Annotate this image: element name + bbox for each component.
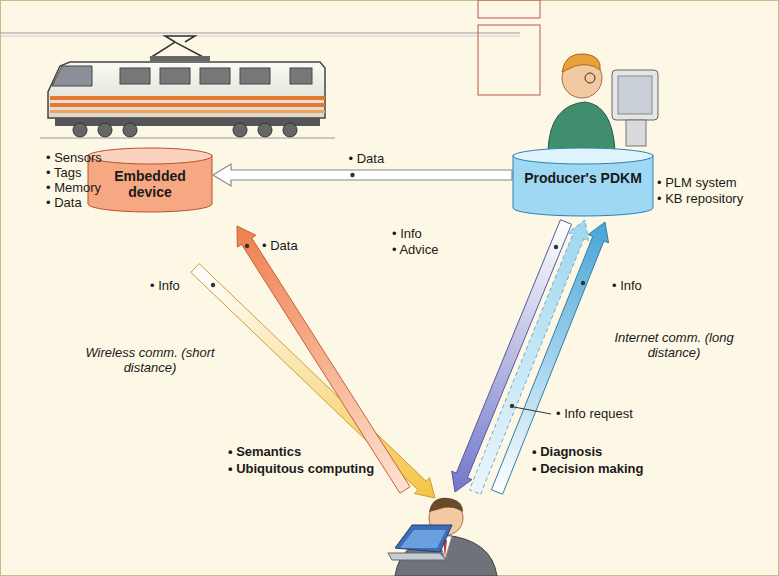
info-label: • Data: [262, 238, 298, 253]
info-label: • Memory: [46, 180, 101, 195]
info-label: • Info: [612, 278, 642, 293]
arrow-dot: [510, 404, 514, 408]
flow-arrow: [191, 264, 435, 498]
info-label: • Info: [150, 278, 180, 293]
overhead-wire: [0, 33, 520, 34]
node-label: Embedded device: [87, 168, 213, 200]
leader-line: [514, 407, 551, 414]
field-technician: [388, 498, 497, 576]
info-label: • PLM system: [657, 175, 737, 190]
info-label: • Data: [46, 195, 82, 210]
data-arrow: [213, 164, 512, 186]
flow-arrow: [491, 222, 608, 494]
overhead-wire: [0, 36, 520, 37]
storage-cylinder: Producer's PDKM: [512, 147, 654, 217]
role-label: • Decision making: [532, 461, 643, 476]
locomotive: [40, 36, 335, 138]
link-note: Wireless comm. (short distance): [85, 345, 215, 375]
arrow-dot: [554, 245, 558, 249]
node-label: Producer's PDKM: [512, 170, 654, 186]
info-label: • Info: [392, 226, 422, 241]
engineer-at-computer: [548, 54, 658, 150]
link-note: Internet comm. (long distance): [610, 330, 738, 360]
info-label: • Sensors: [46, 150, 102, 165]
frame-box: [478, 25, 540, 95]
storage-cylinder: Embedded device: [87, 147, 213, 213]
arrow-dot: [211, 283, 215, 287]
arrow-dot: [245, 244, 249, 248]
info-label: • KB repository: [657, 191, 743, 206]
arrow-dot: [581, 281, 585, 285]
info-label: • Advice: [392, 242, 438, 257]
role-label: • Ubiquitous computing: [228, 461, 374, 476]
role-label: • Diagnosis: [532, 444, 602, 459]
frame-box: [478, 0, 540, 18]
info-label: • Tags: [46, 165, 81, 180]
role-label: • Semantics: [228, 444, 301, 459]
info-label: • Info request: [556, 406, 633, 421]
edge-label: • Data: [349, 151, 385, 166]
